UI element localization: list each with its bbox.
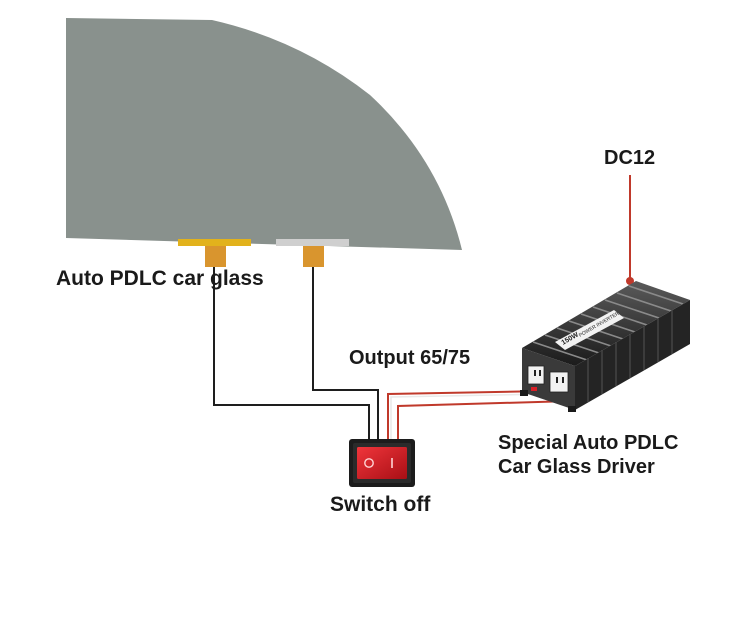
- label-pdlc-driver: Special Auto PDLC Car Glass Driver: [498, 431, 678, 479]
- wire-output-1-white: [390, 393, 546, 442]
- inverter-label-plate: [555, 310, 624, 350]
- glass-connector-right: [303, 246, 324, 267]
- label-pdlc-driver-line1: Special Auto PDLC: [498, 432, 679, 454]
- switch-rocker: [357, 447, 407, 479]
- label-switch-off: Switch off: [330, 493, 431, 516]
- glass-electrode-left: [178, 239, 251, 246]
- dc-terminal: [626, 277, 634, 285]
- glass-connector-left: [205, 246, 226, 267]
- label-auto-pdlc-car-glass: Auto PDLC car glass: [56, 267, 264, 290]
- label-dc12: DC12: [604, 147, 656, 169]
- wire-glass-right-to-switch: [312, 267, 379, 442]
- label-output-voltage: Output 65/75: [349, 347, 471, 369]
- label-pdlc-driver-line2: Car Glass Driver: [498, 456, 655, 478]
- rocker-switch: [349, 439, 415, 487]
- car-glass-panel: [66, 18, 462, 250]
- inverter-outlet-2: [549, 371, 569, 393]
- glass-electrode-right: [276, 239, 349, 246]
- power-inverter: 150W POWER INVERTER: [520, 281, 690, 412]
- wire-output-1: [387, 390, 546, 442]
- inverter-power-indicator: [531, 387, 537, 391]
- switch-off-symbol: [364, 458, 374, 468]
- wire-output-2: [397, 400, 573, 442]
- wire-glass-left-to-switch: [213, 267, 370, 442]
